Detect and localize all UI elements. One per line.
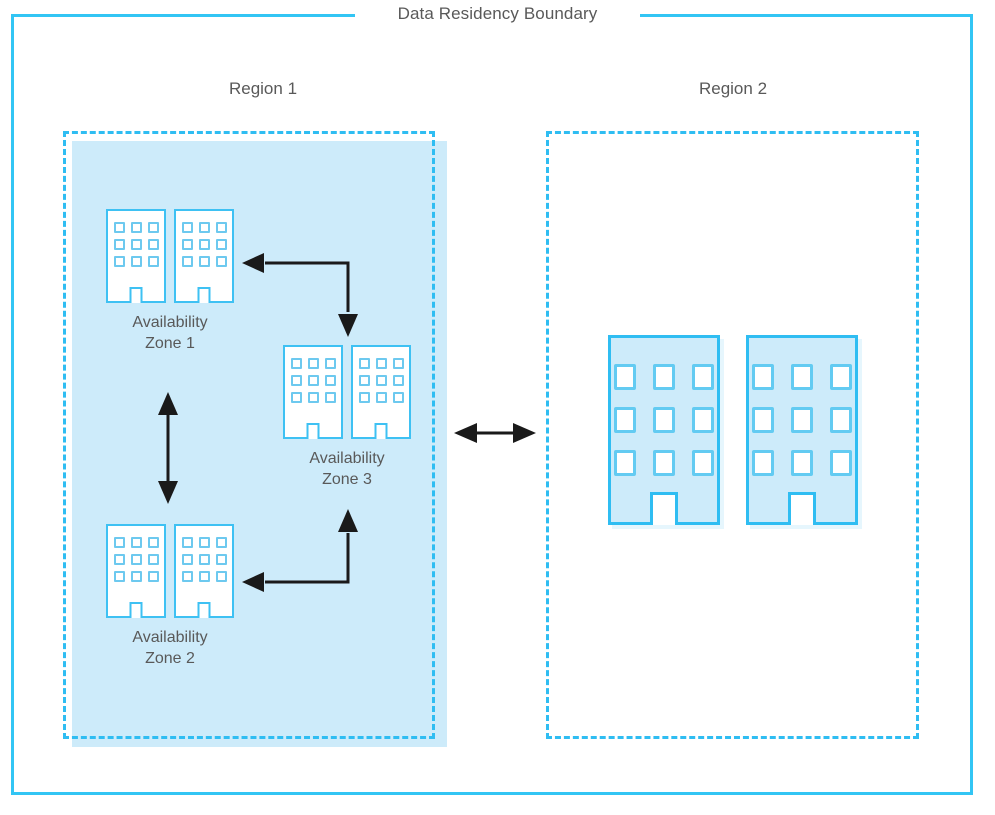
- az3-buildings: [273, 345, 421, 439]
- door-icon: [197, 287, 211, 303]
- building-icon: [106, 524, 166, 618]
- connector-region1-region2: [454, 423, 536, 443]
- region-2-buildings: [600, 335, 866, 525]
- door-icon: [129, 287, 143, 303]
- region-1-boundary: [63, 131, 435, 739]
- connector-az1-az2: [158, 392, 178, 504]
- az3-caption-line1: Availability: [309, 450, 385, 467]
- az3-caption: Availability Zone 3: [273, 448, 421, 490]
- az1-caption: Availability Zone 1: [96, 312, 244, 354]
- region-2-datacenters[interactable]: [600, 335, 866, 525]
- boundary-title-gap: [355, 4, 640, 26]
- region-2-label: Region 2: [698, 79, 768, 98]
- door-icon: [306, 423, 320, 439]
- availability-zone-2[interactable]: Availability Zone 2: [96, 524, 244, 669]
- az2-caption: Availability Zone 2: [96, 627, 244, 669]
- boundary-title: Data Residency Boundary: [397, 4, 598, 23]
- az2-buildings: [96, 524, 244, 618]
- region-1-label: Region 1: [228, 79, 298, 98]
- connector-az2-az3: [242, 509, 358, 592]
- az2-caption-line1: Availability: [132, 629, 208, 646]
- region-2-boundary: [546, 131, 919, 739]
- door-icon: [650, 492, 678, 525]
- building-icon: [283, 345, 343, 439]
- az2-caption-line2: Zone 2: [145, 650, 195, 667]
- door-icon: [197, 602, 211, 618]
- building-icon: [174, 209, 234, 303]
- az1-caption-line1: Availability: [132, 314, 208, 331]
- building-icon: [746, 335, 858, 525]
- building-icon: [174, 524, 234, 618]
- availability-zone-1[interactable]: Availability Zone 1: [96, 209, 244, 354]
- building-icon: [608, 335, 720, 525]
- az1-caption-line2: Zone 1: [145, 335, 195, 352]
- az3-caption-line2: Zone 3: [322, 471, 372, 488]
- connector-az1-az3: [242, 253, 358, 337]
- building-icon: [351, 345, 411, 439]
- door-icon: [788, 492, 816, 525]
- availability-zone-3[interactable]: Availability Zone 3: [273, 345, 421, 490]
- building-icon: [106, 209, 166, 303]
- door-icon: [129, 602, 143, 618]
- door-icon: [374, 423, 388, 439]
- az1-buildings: [96, 209, 244, 303]
